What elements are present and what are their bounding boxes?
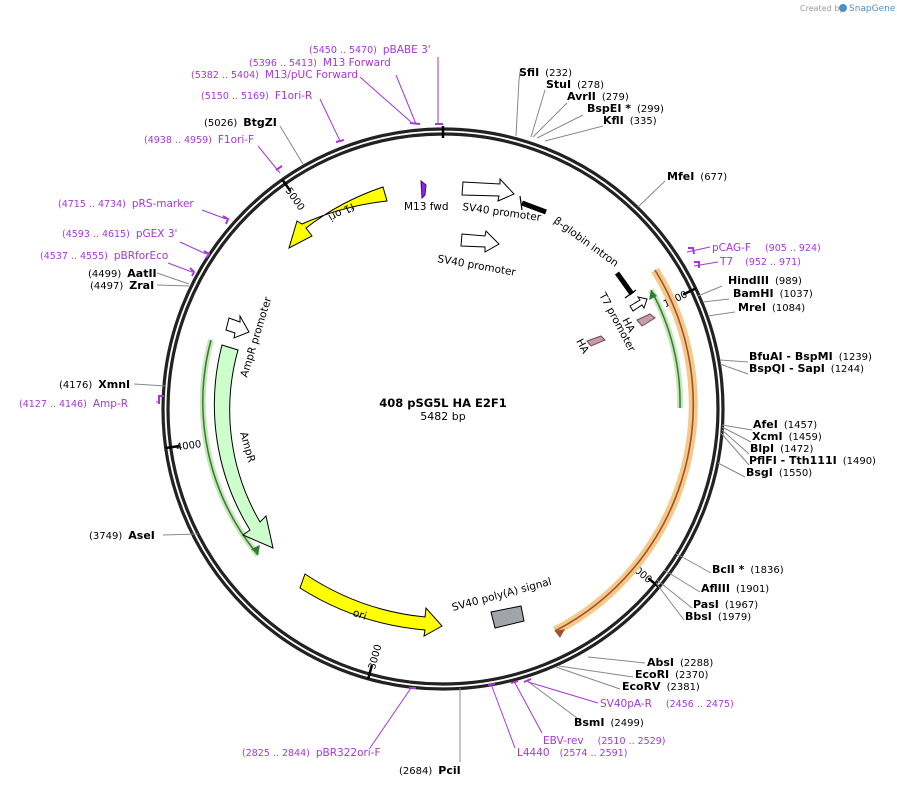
- primer-label: (4127 .. 4146)Amp-R: [19, 398, 128, 410]
- site-label: AfeI(1457): [753, 418, 817, 431]
- plasmid-length: 5482 bp: [420, 410, 465, 423]
- ampr-arrow: [213, 344, 274, 549]
- site-label: BbsI(1979): [685, 610, 751, 623]
- orf-arrowhead-icon: [555, 629, 565, 638]
- feature-label-ampr-promoter: AmpR promoter: [238, 295, 274, 379]
- tick-label: 5000: [283, 186, 307, 213]
- feature-label-m13-fwd: M13 fwd: [404, 201, 449, 213]
- site-label: (4497)ZraI: [90, 279, 154, 292]
- site-label: (2684)PciI: [399, 764, 461, 777]
- primer-label: pCAG-F(905 .. 924): [712, 242, 821, 254]
- primer-label: T7(952 .. 971): [719, 256, 801, 268]
- site-label: SfiI(232): [519, 66, 572, 79]
- site-label: XcmI(1459): [752, 430, 822, 443]
- beta-globin-intron-bar-1: [521, 200, 547, 215]
- site-label: EcoRV(2381): [622, 680, 700, 693]
- feature-label-f1-ori: f1 ori: [326, 200, 356, 223]
- credit-prefix: Created by: [800, 4, 844, 13]
- site-label: BsgI(1550): [746, 466, 812, 479]
- tick-mark: [165, 444, 180, 450]
- primer-label: (4715 .. 4734)pRS-marker: [58, 198, 194, 210]
- orf-inner-arrowhead-icon: [649, 290, 657, 300]
- ha-tag-arrow-2: [586, 335, 606, 347]
- primer-label: (5396 .. 5413)M13 Forward: [249, 57, 391, 69]
- site-label: BclI *(1836): [712, 563, 784, 576]
- primer-markers: [158, 122, 700, 689]
- primer-connectors: [156, 57, 719, 749]
- site-label: MfeI(677): [667, 170, 727, 183]
- intron-end-tick: [519, 195, 523, 211]
- site-label: StuI(278): [546, 78, 604, 91]
- site-label: EcoRI(2370): [635, 668, 709, 681]
- ori-arrow: [299, 573, 443, 637]
- primer-label: (4938 .. 4959)F1ori-F: [144, 134, 254, 146]
- primer-label: (4593 .. 4615)pGEX 3': [62, 228, 177, 240]
- site-label: BamHI(1037): [733, 287, 813, 300]
- site-label: PasI(1967): [693, 598, 758, 611]
- tick-mark: [281, 178, 292, 192]
- site-label: (3749)AseI: [89, 529, 155, 542]
- orf-inner-line: [650, 289, 681, 409]
- primer-label: (5450 .. 5470)pBABE 3': [309, 44, 431, 56]
- primer-label: (2825 .. 2844)pBR322ori-F: [242, 747, 381, 759]
- beta-globin-intron-bar-2: [614, 271, 635, 296]
- sv40-promoter-arrow-2: [460, 229, 500, 253]
- snapgene-logo-icon: [839, 4, 847, 12]
- site-label: BspEI *(299): [587, 102, 664, 115]
- primer-label: (5150 .. 5169)F1ori-R: [201, 90, 312, 102]
- ampr-line-arrowhead-icon: [251, 545, 260, 555]
- primer-label: SV40pA-R(2456 .. 2475): [600, 698, 734, 710]
- site-label: BspQI - SapI(1244): [749, 362, 864, 375]
- sv40-promoter-arrow-1: [461, 177, 515, 202]
- feature-label-sv40-promoter-2: SV40 promoter: [436, 253, 517, 279]
- site-connectors: [133, 71, 753, 762]
- site-label: HindIII(989): [728, 274, 802, 287]
- site-labels: SfiI(232) StuI(278) AvrII(279) BspEI *(2…: [59, 66, 876, 777]
- ampr-line: [202, 339, 259, 556]
- plasmid-name: 408 pSG5L HA E2F1: [379, 396, 507, 410]
- credit-brand: SnapGene: [849, 4, 896, 14]
- feature-label-ori: ori: [351, 607, 368, 623]
- feature-label-ampr: AmpR: [237, 431, 257, 464]
- site-label: MreI(1084): [738, 301, 805, 314]
- ha-tag-arrow-1: [636, 313, 656, 327]
- site-label: BlpI(1472): [750, 442, 813, 455]
- tick-mark: [366, 664, 374, 680]
- site-label: BsmI(2499): [574, 716, 644, 729]
- tick-label: 3000: [367, 643, 384, 670]
- tick-mark: [647, 577, 660, 589]
- primer-label: (5382 .. 5404)M13/pUC Forward: [191, 69, 358, 81]
- tick-label: 4000: [175, 439, 202, 453]
- intron-end-tick-2: [624, 289, 637, 299]
- ampr-promoter-arrow: [225, 314, 250, 339]
- tick-mark: [682, 287, 697, 296]
- site-label: (4499)AatII: [88, 267, 157, 280]
- t7-promoter-arrow: [629, 296, 648, 312]
- primer-labels: (5450 .. 5470)pBABE 3' (5396 .. 5413)M13…: [19, 44, 821, 759]
- primer-label: L4440(2574 .. 2591): [517, 747, 627, 759]
- primer-label: EBV-rev(2510 .. 2529): [543, 735, 666, 747]
- orf-line: [554, 269, 695, 632]
- sv40-polya-box: [490, 605, 525, 629]
- site-label: KflI(335): [603, 114, 657, 127]
- feature-label-beta-globin-intron: β-globin intron: [551, 215, 620, 270]
- site-label: BfuAI - BspMI(1239): [749, 350, 872, 363]
- site-label: (4176)XmnI: [59, 378, 130, 391]
- site-label: AvrII(279): [567, 90, 629, 103]
- primer-label: (4537 .. 4555)pBRforEco: [40, 250, 168, 262]
- site-label: AflIII(1901): [701, 582, 769, 595]
- site-label: AbsI(2288): [647, 656, 713, 669]
- site-label: PflFI - Tth111I(1490): [749, 454, 876, 467]
- f1-ori-arrow: [288, 186, 388, 249]
- feature-label-sv40-polya: SV40 poly(A) signal: [451, 576, 553, 614]
- m13-fwd-arrow: [420, 179, 427, 200]
- site-label: (5026)BtgZI: [204, 116, 277, 129]
- feature-label-ha-2: HA: [573, 337, 591, 357]
